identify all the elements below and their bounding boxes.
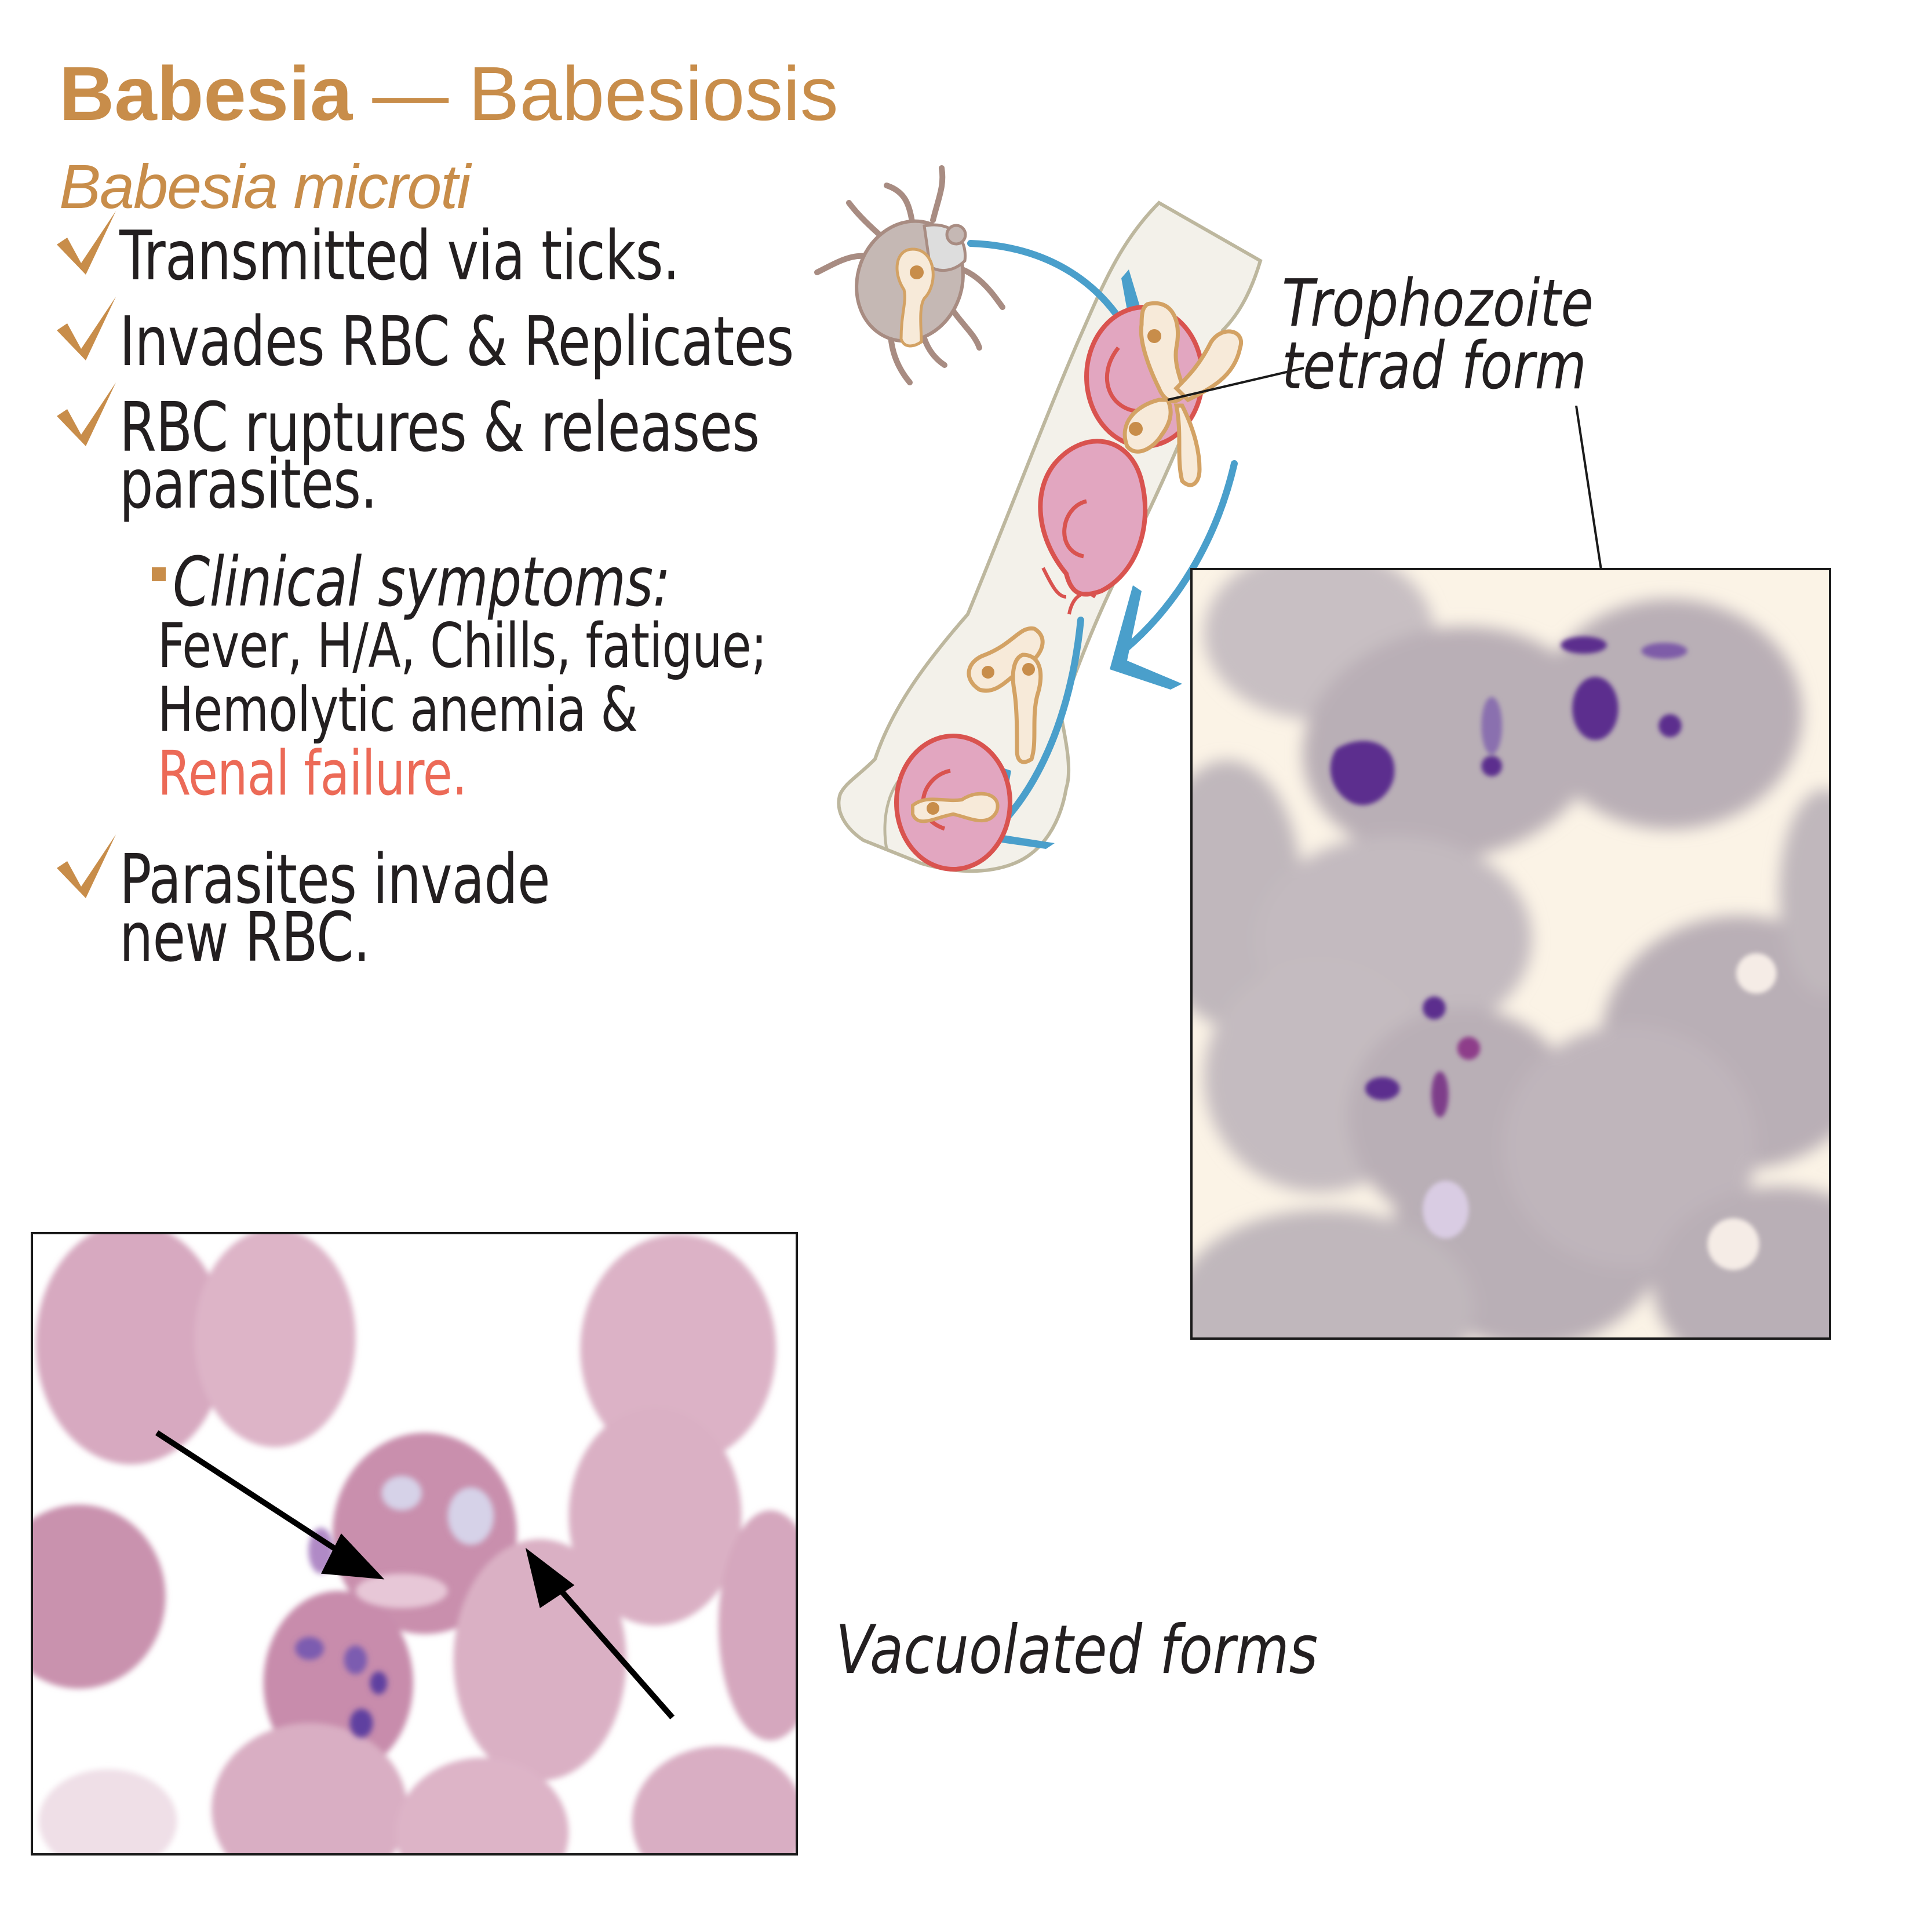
bullet-text: parasites. [119,444,378,524]
micrograph-tetrad [1190,568,1831,1340]
blood-smear-image [33,1234,796,1853]
symptom-highlight: Renal failure. [158,738,467,809]
bullet-text: Parasites invade [119,839,551,919]
checkmark-icon [57,211,116,275]
species-name: Babesia microti [59,151,471,221]
checkmark-icon [57,382,116,446]
bullet-text: Invades RBC & Replicates [119,301,794,381]
micrograph-vacuolated [31,1232,798,1856]
symptom-line: Hemolytic anemia & [158,674,638,745]
leader-line [1167,367,1304,401]
red-blood-cell-infected [894,734,1012,872]
bullet-text: RBC ruptures & releases [119,387,760,467]
label-line: Trophozoite [1282,266,1594,341]
tick-icon [814,165,1005,385]
square-bullet-icon [152,567,166,581]
life-cycle-diagram [814,165,1304,873]
trophozoite [1122,301,1244,487]
title-genus: Babesia [59,51,353,136]
title-disease: Babesiosis [468,51,839,136]
red-blood-cell-tetrad [1084,301,1244,487]
blood-smear-image [1193,570,1829,1337]
bullet-text: new RBC. [119,897,370,977]
label-line: tetrad form [1282,329,1587,404]
indicator-arrow [155,1430,675,1720]
vacuolated-caption: Vacuolated forms [836,1611,1318,1689]
red-blood-cell-ruptured [1038,439,1148,615]
title-dash: — [372,51,449,136]
checkmark-icon [57,834,116,898]
sub-bullet-heading: Clinical symptoms: [173,542,670,622]
bullet-text: Transmitted via ticks. [119,216,680,296]
trophozoite-label: Trophozoite tetrad form [1282,266,1594,404]
symptom-line: Fever, H/A, Chills, fatigue; [158,610,767,681]
checkmark-icon [57,297,116,360]
page-title: Babesia—Babesiosis [59,56,839,132]
